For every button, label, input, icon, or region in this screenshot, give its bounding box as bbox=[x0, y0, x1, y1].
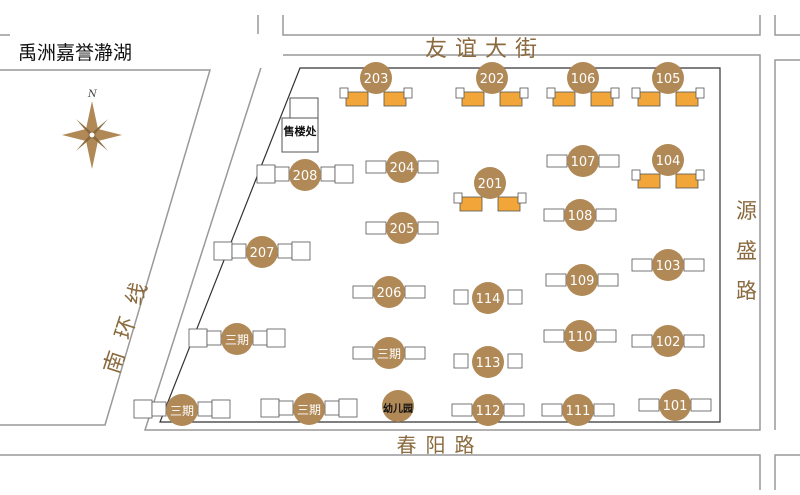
building-9: 205 bbox=[365, 212, 439, 244]
building-0: 203 bbox=[339, 62, 413, 107]
building-marker bbox=[386, 212, 418, 244]
building-marker bbox=[373, 337, 405, 369]
building-marker bbox=[652, 325, 684, 357]
compass-north-label: N bbox=[87, 89, 98, 100]
building-marker bbox=[246, 236, 278, 268]
building-label: 102 bbox=[656, 335, 681, 350]
building-23: 112 bbox=[451, 394, 525, 426]
building-8: 104 bbox=[631, 144, 705, 189]
building-marker bbox=[474, 167, 506, 199]
building-label: 三期 bbox=[377, 347, 401, 361]
building-marker bbox=[360, 62, 392, 94]
building-label: 105 bbox=[656, 72, 681, 87]
road-lines bbox=[0, 15, 800, 490]
kindergarten: 幼儿园 bbox=[382, 390, 414, 422]
building-label: 三期 bbox=[170, 404, 194, 418]
road-north-name: 友谊大街 bbox=[425, 37, 545, 62]
building-marker bbox=[386, 151, 418, 183]
building-marker bbox=[567, 145, 599, 177]
building-label: 110 bbox=[568, 330, 593, 345]
building-label: 207 bbox=[250, 246, 275, 261]
building-18: 102 bbox=[631, 325, 705, 357]
building-marker bbox=[472, 394, 504, 426]
building-10: 108 bbox=[543, 199, 617, 231]
building-label: 107 bbox=[571, 155, 596, 170]
building-20: 113 bbox=[453, 346, 523, 378]
building-label: 106 bbox=[571, 72, 596, 87]
building-marker bbox=[564, 199, 596, 231]
buildings-layer: 203 202 106 105 208 204 201 107 104 205 108 207 103 2… bbox=[133, 62, 712, 426]
building-14: 114 bbox=[453, 282, 523, 314]
building-16: 三期 bbox=[188, 323, 286, 355]
building-label: 三期 bbox=[297, 403, 321, 417]
building-22: 三期 bbox=[260, 393, 358, 425]
building-marker bbox=[567, 62, 599, 94]
compass-icon: N bbox=[62, 89, 122, 169]
sales-office: 售楼处 bbox=[281, 97, 319, 153]
building-marker bbox=[659, 389, 691, 421]
road-west-name: 南环线 bbox=[100, 266, 157, 376]
building-label: 103 bbox=[656, 259, 681, 274]
building-label: 111 bbox=[566, 404, 591, 419]
project-title: 禹洲嘉誉瀞湖 bbox=[10, 34, 278, 68]
building-label: 113 bbox=[476, 356, 501, 371]
building-label: 204 bbox=[390, 161, 415, 176]
building-label: 101 bbox=[663, 399, 688, 414]
building-marker bbox=[221, 323, 253, 355]
building-marker bbox=[476, 62, 508, 94]
road-south-name: 春阳路 bbox=[397, 433, 484, 457]
building-marker bbox=[472, 346, 504, 378]
building-13: 206 bbox=[352, 276, 426, 308]
building-label: 三期 bbox=[225, 333, 249, 347]
building-marker bbox=[166, 394, 198, 426]
building-24: 111 bbox=[541, 394, 615, 426]
building-label: 208 bbox=[293, 169, 318, 184]
building-label: 112 bbox=[476, 404, 501, 419]
building-label: 108 bbox=[568, 209, 593, 224]
building-21: 三期 bbox=[133, 394, 231, 426]
building-marker bbox=[289, 159, 321, 191]
building-label: 109 bbox=[570, 274, 595, 289]
building-marker bbox=[566, 264, 598, 296]
building-4: 208 bbox=[256, 159, 354, 191]
building-marker bbox=[373, 276, 405, 308]
building-label: 206 bbox=[377, 286, 402, 301]
kindergarten-label: 幼儿园 bbox=[383, 402, 413, 415]
building-25: 101 bbox=[638, 389, 712, 421]
building-3: 105 bbox=[631, 62, 705, 107]
building-label: 114 bbox=[476, 292, 501, 307]
building-label: 202 bbox=[480, 72, 505, 87]
building-label: 203 bbox=[364, 72, 389, 87]
building-1: 202 bbox=[455, 62, 529, 107]
building-12: 103 bbox=[631, 249, 705, 281]
building-marker bbox=[652, 144, 684, 176]
building-marker bbox=[293, 393, 325, 425]
building-17: 110 bbox=[543, 320, 617, 352]
building-marker bbox=[652, 249, 684, 281]
building-5: 204 bbox=[365, 151, 439, 183]
building-7: 107 bbox=[546, 145, 620, 177]
building-label: 201 bbox=[478, 177, 503, 192]
building-label: 205 bbox=[390, 222, 415, 237]
building-19: 三期 bbox=[352, 337, 426, 369]
building-6: 201 bbox=[453, 167, 527, 212]
sales-office-label: 售楼处 bbox=[283, 124, 318, 138]
building-2: 106 bbox=[546, 62, 620, 107]
building-marker bbox=[564, 320, 596, 352]
building-marker bbox=[562, 394, 594, 426]
building-marker bbox=[652, 62, 684, 94]
building-11: 207 bbox=[213, 236, 311, 268]
building-marker bbox=[472, 282, 504, 314]
building-15: 109 bbox=[545, 264, 619, 296]
road-east-name: 源盛路 bbox=[736, 199, 771, 303]
building-label: 104 bbox=[656, 154, 681, 169]
